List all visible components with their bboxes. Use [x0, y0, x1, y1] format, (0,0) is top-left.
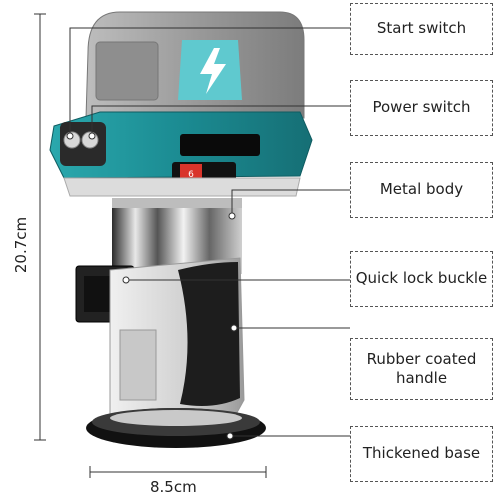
callout-start-switch: Start switch: [350, 3, 493, 55]
callout-thickened-base: Thickened base: [350, 426, 493, 482]
speed-dial-label: 6: [188, 170, 194, 180]
height-dimension-line: [34, 13, 46, 441]
leader-lines: [69, 27, 350, 437]
battery: [85, 11, 305, 119]
leader-dots: [66, 132, 238, 440]
rubber-handle: [178, 262, 240, 406]
callout-power-switch: Power switch: [350, 80, 493, 136]
motor-housing: 6: [49, 111, 313, 197]
speed-dial: [180, 164, 202, 180]
callout-rubber-coated-handle: Rubber coated handle: [350, 338, 493, 400]
bolt-icon: [200, 48, 226, 94]
handle-shell: [109, 257, 245, 419]
width-dimension-label: 8.5cm: [150, 478, 197, 496]
width-dimension-line: [89, 466, 267, 478]
thickened-base: [86, 408, 266, 448]
height-dimension-label: 20.7cm: [12, 216, 30, 274]
callout-metal-body: Metal body: [350, 162, 493, 218]
callout-quick-lock-buckle: Quick lock buckle: [350, 251, 493, 307]
